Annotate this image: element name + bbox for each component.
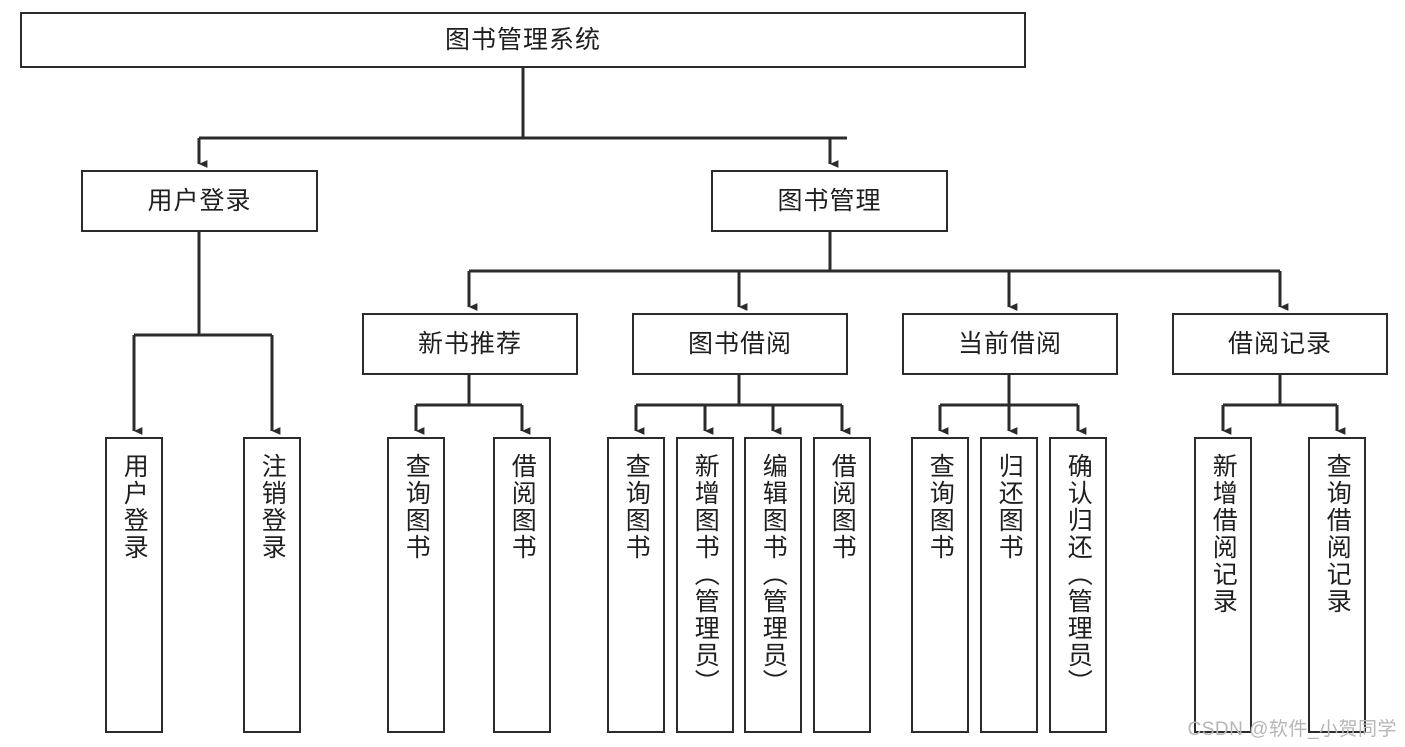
node-leaf-add-book-admin[interactable]: 新增图书（管理员） xyxy=(676,437,734,733)
node-leaf-query-book-current[interactable]: 查询图书 xyxy=(911,437,969,733)
node-label: 用户登录 xyxy=(120,453,149,561)
node-leaf-query-book-new[interactable]: 查询图书 xyxy=(387,437,445,733)
node-label: 确认归还（管理员） xyxy=(1064,453,1093,696)
node-label: 当前借阅 xyxy=(957,329,1062,358)
node-root-book-management-system[interactable]: 图书管理系统 xyxy=(20,12,1026,68)
node-label: 查询图书 xyxy=(926,453,955,561)
node-label: 查询借阅记录 xyxy=(1323,453,1352,615)
node-leaf-confirm-return-admin[interactable]: 确认归还（管理员） xyxy=(1049,437,1107,733)
node-label: 用户登录 xyxy=(147,186,252,215)
node-label: 图书管理 xyxy=(777,186,882,215)
node-label: 新增借阅记录 xyxy=(1209,453,1238,615)
node-label: 归还图书 xyxy=(995,453,1024,561)
node-label: 借阅记录 xyxy=(1227,329,1332,358)
node-label: 查询图书 xyxy=(402,453,431,561)
node-label: 新书推荐 xyxy=(417,329,522,358)
node-current-borrow[interactable]: 当前借阅 xyxy=(902,313,1118,375)
node-label: 新增图书（管理员） xyxy=(691,453,720,696)
node-borrow-record[interactable]: 借阅记录 xyxy=(1172,313,1388,375)
node-user-login[interactable]: 用户登录 xyxy=(81,170,318,232)
node-label: 图书管理系统 xyxy=(444,25,601,54)
node-leaf-logout[interactable]: 注销登录 xyxy=(243,437,301,733)
node-leaf-borrow-book[interactable]: 借阅图书 xyxy=(813,437,871,733)
csdn-watermark: CSDN @软件_小贺同学 xyxy=(1187,719,1397,740)
node-label: 借阅图书 xyxy=(508,453,537,561)
node-new-book-recommend[interactable]: 新书推荐 xyxy=(362,313,578,375)
node-leaf-query-book[interactable]: 查询图书 xyxy=(607,437,665,733)
node-leaf-edit-book-admin[interactable]: 编辑图书（管理员） xyxy=(744,437,802,733)
node-leaf-query-borrow-record[interactable]: 查询借阅记录 xyxy=(1308,437,1366,733)
node-label: 注销登录 xyxy=(258,453,287,561)
node-leaf-return-book[interactable]: 归还图书 xyxy=(980,437,1038,733)
node-label: 编辑图书（管理员） xyxy=(759,453,788,696)
node-label: 借阅图书 xyxy=(828,453,857,561)
node-leaf-borrow-book-new[interactable]: 借阅图书 xyxy=(493,437,551,733)
node-label: 图书借阅 xyxy=(687,329,792,358)
node-label: 查询图书 xyxy=(622,453,651,561)
node-book-management[interactable]: 图书管理 xyxy=(711,170,948,232)
node-leaf-add-borrow-record[interactable]: 新增借阅记录 xyxy=(1194,437,1252,733)
node-book-borrow[interactable]: 图书借阅 xyxy=(632,313,848,375)
node-leaf-user-login[interactable]: 用户登录 xyxy=(105,437,163,733)
